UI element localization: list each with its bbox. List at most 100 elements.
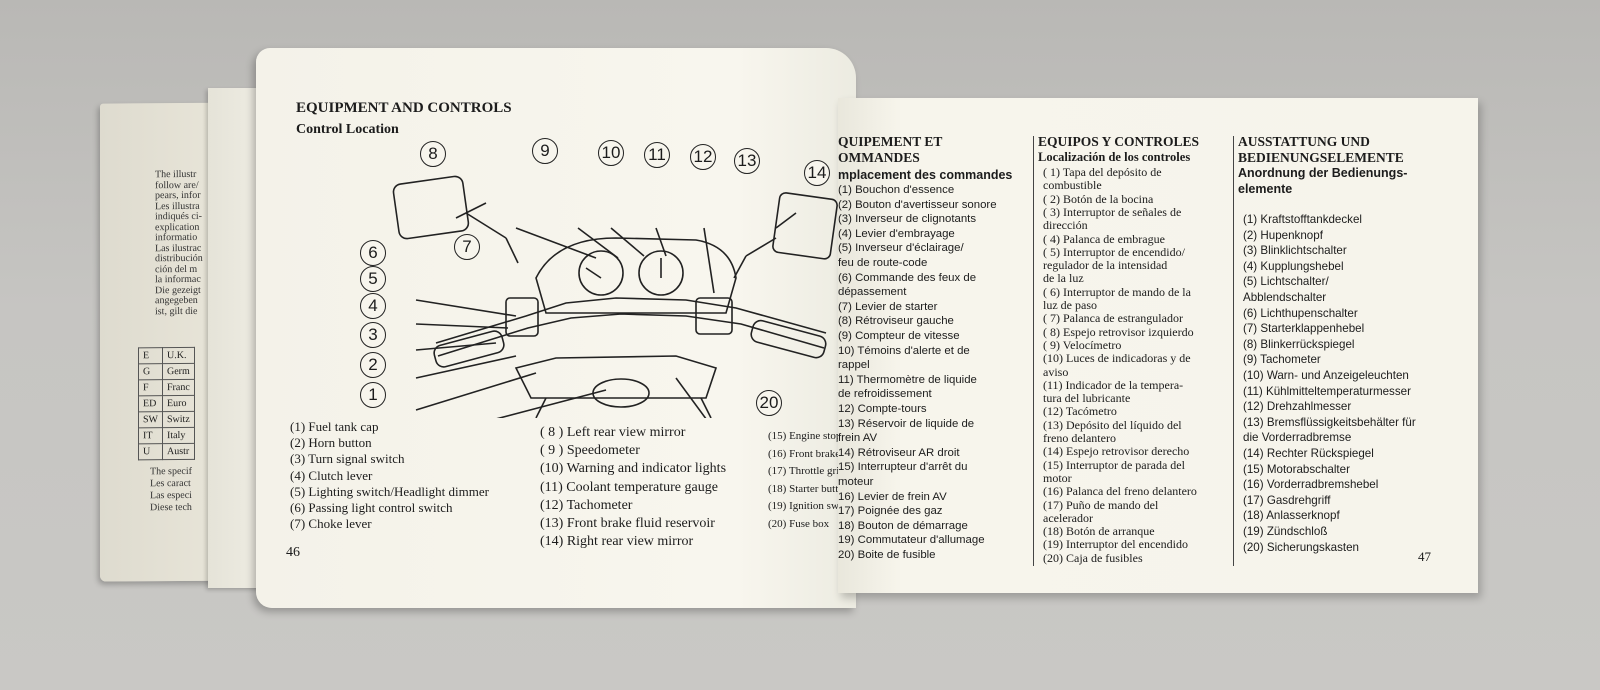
list-item: 18) Bouton de démarrage — [838, 519, 968, 532]
callout-4: 4 — [360, 293, 386, 319]
german-subheading-1: Anordnung der Bedienungs- — [1238, 166, 1408, 180]
list-item: (13) Bremsflüssigkeitsbehälter für — [1243, 415, 1416, 429]
list-item: (7) Choke lever — [290, 516, 372, 532]
list-item: ist, gilt die — [155, 305, 198, 317]
list-item: combustible — [1043, 178, 1102, 193]
list-item: Les caract — [150, 477, 191, 490]
list-item: (18) Botón de arranque — [1043, 524, 1155, 539]
list-item: die Vorderradbremse — [1243, 431, 1352, 445]
list-item: (4) Clutch lever — [290, 467, 373, 483]
list-item: (6) Passing light control switch — [290, 500, 453, 515]
french-subheading: mplacement des commandes — [838, 168, 1013, 182]
callout-20: 20 — [756, 390, 782, 416]
list-item: (15) Engine stop swi — [768, 430, 842, 442]
tachometer — [638, 250, 684, 296]
callout-5: 5 — [360, 266, 386, 292]
list-item: (14) Espejo retrovisor derecho — [1043, 444, 1190, 459]
list-item: (19) Zündschloß — [1243, 525, 1328, 538]
french-heading-2: OMMANDES — [838, 150, 920, 165]
list-item: luz de paso — [1043, 298, 1097, 312]
list-item: (12) Tacómetro — [1043, 404, 1117, 419]
list-item: dirección — [1043, 218, 1088, 233]
list-item: 16) Levier de frein AV — [838, 490, 947, 503]
list-item: 13) Réservoir de liquide de — [838, 417, 975, 430]
list-item: (15) Motorabschalter — [1243, 462, 1350, 476]
column-divider — [1233, 136, 1234, 566]
list-item: (18) Anlasserknopf — [1243, 509, 1340, 523]
table-cell: Germ — [162, 363, 195, 380]
list-item: (3) Inverseur de clignotants — [838, 213, 977, 226]
table-cell: Euro — [162, 395, 195, 412]
callout-3: 3 — [360, 322, 386, 348]
table-cell: ED — [138, 395, 163, 412]
list-item: (9) Compteur de vitesse — [838, 330, 960, 342]
list-item: acelerador — [1043, 510, 1093, 525]
list-item: feu de route-code — [838, 257, 928, 269]
callout-7: 7 — [454, 234, 480, 260]
list-item: (12) Tachometer — [540, 497, 633, 513]
list-item: (5) Lighting switch/Headlight dimmer — [290, 483, 489, 499]
list-item: (2) Horn button — [290, 435, 372, 451]
column-divider — [1033, 136, 1034, 566]
list-item: freno delantero — [1043, 431, 1116, 445]
list-item: (17) Puño de mando del — [1043, 497, 1159, 512]
list-item: (11) Kühlmitteltemperaturmesser — [1243, 384, 1411, 398]
list-item: (20) Sicherungskasten — [1243, 540, 1359, 554]
list-item: 20) Boite de fusible — [838, 549, 936, 561]
list-item: (2) Bouton d'avertisseur sonore — [838, 198, 997, 211]
list-item: (9) Tachometer — [1243, 353, 1321, 367]
table-cell: Italy — [162, 427, 195, 444]
list-item: (18) Starter button — [768, 482, 842, 495]
list-item: (4) Kupplungshebel — [1243, 259, 1344, 273]
right-grip — [750, 319, 827, 359]
list-item: (15) Interruptor de parada del — [1043, 457, 1185, 472]
callout-12: 12 — [690, 144, 716, 170]
table-cell: G — [138, 363, 163, 380]
list-item: frein AV — [838, 432, 878, 445]
list-item: 14) Rétroviseur AR droit — [838, 446, 960, 459]
callout-8: 8 — [420, 141, 446, 167]
list-item: (6) Lichthupenschalter — [1243, 306, 1358, 320]
table-cell: E — [138, 347, 163, 364]
list-item: ( 2) Botón de la bocina — [1043, 191, 1154, 206]
list-item: (3) Blinklichtschalter — [1243, 244, 1347, 258]
table-cell: Austr — [162, 443, 195, 460]
list-item: (8) Rétroviseur gauche — [838, 315, 954, 328]
list-item: ( 3) Interruptor de señales de — [1043, 204, 1182, 219]
page-subheading: Control Location — [296, 122, 399, 137]
list-item: 19) Commutateur d'allumage — [838, 534, 985, 547]
fuel-cap — [592, 378, 650, 408]
list-item: (10) Warning and indicator lights — [540, 461, 727, 477]
list-item: (20) Caja de fusibles — [1043, 550, 1143, 565]
callout-11: 11 — [644, 142, 670, 168]
french-heading-1: QUIPEMENT ET — [838, 134, 943, 149]
right-mirror — [772, 192, 838, 260]
table-cell: U.K. — [162, 347, 195, 364]
right-page: QUIPEMENT ET OMMANDES mplacement des com… — [838, 98, 1478, 593]
table-cell: SW — [138, 411, 163, 428]
callout-10: 10 — [598, 140, 624, 166]
list-item: Diese tech — [150, 501, 192, 514]
list-item: aviso — [1043, 364, 1069, 379]
list-item: de la luz — [1043, 271, 1084, 286]
list-item: (17) Gasdrehgriff — [1243, 493, 1331, 507]
list-item: (16) Front brake lev — [768, 447, 842, 460]
list-item: (14) Rechter Rückspiegel — [1243, 447, 1374, 460]
list-item: (19) Ignition switch — [768, 500, 842, 512]
page-number-right: 47 — [1418, 549, 1431, 564]
callout-1: 1 — [360, 382, 386, 408]
list-item: 15) Interrupteur d'arrêt du — [838, 461, 968, 474]
list-item: (7) Starterklappenhebel — [1243, 322, 1365, 336]
list-item: (17) Throttle grip — [768, 465, 842, 477]
list-item: 17) Poignée des gaz — [838, 505, 943, 518]
list-item: (4) Levier d'embrayage — [838, 227, 955, 240]
list-item: de refroidissement — [838, 388, 932, 401]
list-item: ( 7) Palanca de estrangulador — [1043, 311, 1183, 326]
